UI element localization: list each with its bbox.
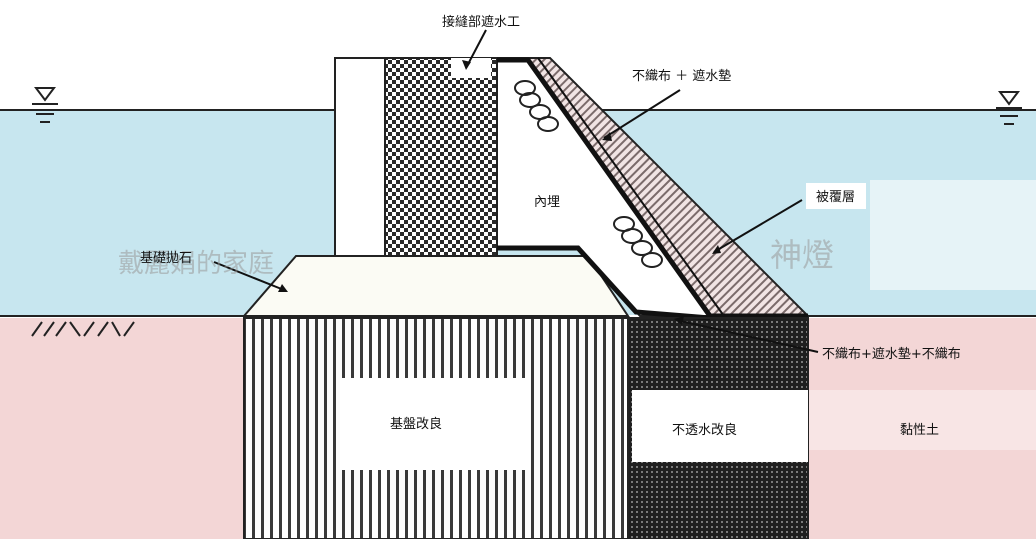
leader-cover-layer: [713, 199, 803, 253]
label-geotextile-mat-geotextile: 不織布+遮水墊+不織布: [822, 346, 961, 362]
leader-foundation-rubble: [213, 261, 285, 291]
water-level-icon: [996, 91, 1022, 125]
leader-lines: [213, 29, 819, 353]
cover-layer-label-box: [806, 183, 866, 209]
leader-geotextile-mat: [603, 89, 681, 139]
armour-stones-lower: [613, 216, 663, 268]
label-backfill: 內埋: [534, 195, 560, 210]
label-joint-waterstop: 接縫部遮水工: [442, 14, 520, 30]
label-foundation-rubble: 基礎拋石: [140, 251, 192, 266]
caisson-waterstop-column: [384, 57, 498, 257]
arrowheads: [278, 60, 721, 325]
label-clay: 黏性土: [900, 422, 939, 438]
label-geotextile-mat: 不織布 ＋ 遮水墊: [632, 68, 731, 84]
foundation-rubble-mound: [241, 255, 630, 317]
armour-stones-upper: [514, 80, 559, 132]
joint-waterstop-label-box: [451, 58, 491, 78]
ground-improvement-label-box: [340, 378, 530, 470]
watermark-left: 戴麗娟的家庭: [118, 249, 274, 279]
label-cover-layer: 被覆層: [816, 190, 855, 205]
label-impermeable-improvement: 不透水改良: [672, 422, 737, 438]
impermeable-label-box: [632, 390, 808, 462]
watermark-right: 神燈: [770, 236, 834, 274]
geotextile-mat-line: [497, 57, 808, 319]
leader-geotextile-mat-geotextile: [675, 319, 819, 353]
clay-left: [0, 318, 244, 539]
label-ground-improvement: 基盤改良: [390, 416, 442, 432]
seabed-hatch-icon: [31, 321, 135, 337]
geotextile-mat-lower: [497, 245, 711, 321]
water-level-icon: [32, 87, 58, 123]
caisson-front: [334, 57, 386, 257]
clay-right-light: [808, 390, 1036, 450]
water-foam-right: [870, 180, 1036, 290]
geotextile-mat-upper-secondary: [537, 57, 725, 317]
